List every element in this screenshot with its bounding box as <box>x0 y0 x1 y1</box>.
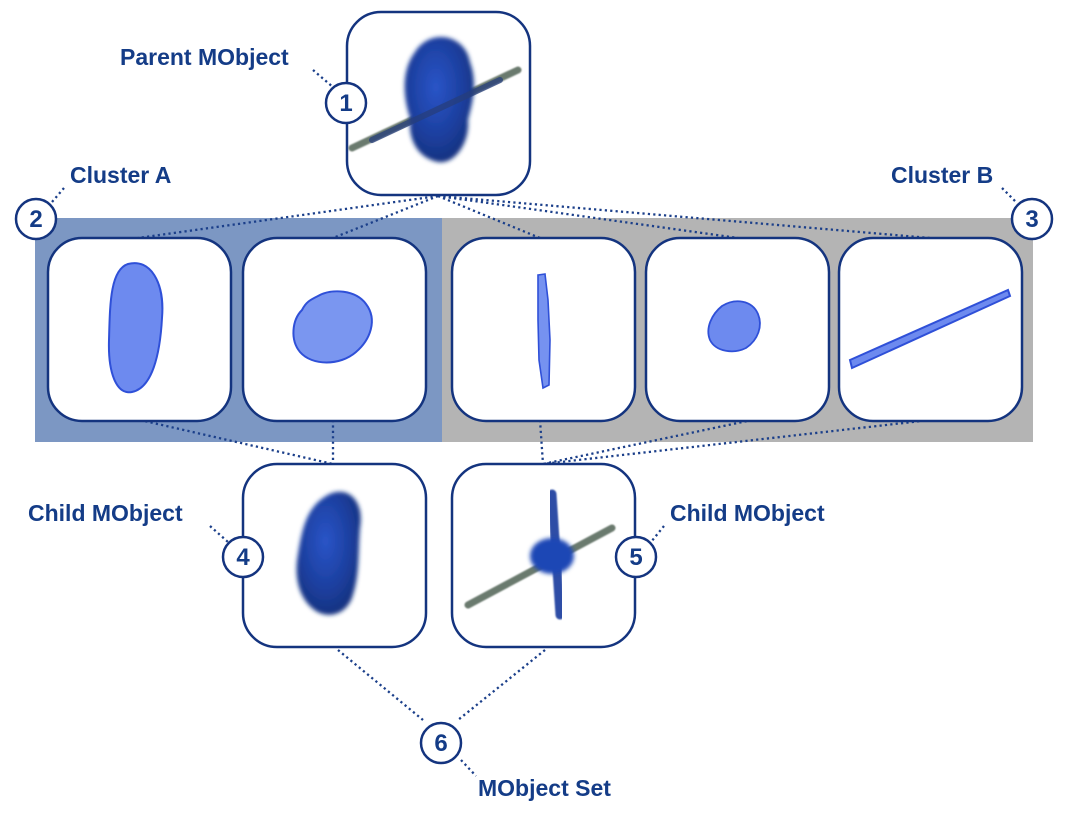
svg-text:1: 1 <box>339 90 352 117</box>
connector-b3-child <box>542 418 931 466</box>
svg-text:2: 2 <box>29 206 42 233</box>
cluster-a-frame-2 <box>241 236 428 423</box>
label-child-mobject-a: Child MObject <box>28 500 183 526</box>
connector-parent-a1 <box>137 194 439 240</box>
svg-text:3: 3 <box>1025 206 1038 233</box>
cluster-b-frame-2 <box>644 236 831 423</box>
cluster-b-shape-3 <box>848 288 1012 370</box>
cluster-b-frame-1 <box>450 236 637 423</box>
parent-mobject-image <box>348 37 522 163</box>
connector-parent-b2 <box>437 194 739 240</box>
parent-mobject-frame <box>345 10 532 197</box>
svg-text:4: 4 <box>236 544 250 571</box>
label-child-mobject-b: Child MObject <box>670 500 825 526</box>
child-mobject-a-image <box>296 491 361 615</box>
cluster-a-shape-2 <box>292 290 373 364</box>
marker-3: 3 <box>1010 197 1054 241</box>
child-mobject-a-frame <box>241 462 428 649</box>
marker-5: 5 <box>614 535 658 579</box>
cluster-b-frame-3 <box>837 236 1024 423</box>
label-cluster-a: Cluster A <box>70 162 171 188</box>
cluster-a-shape-1 <box>107 262 164 394</box>
connector-child-a-set <box>337 649 424 721</box>
marker-6: 6 <box>419 721 463 765</box>
cluster-b-shape-1 <box>537 273 551 390</box>
connector-parent-b3 <box>437 194 931 240</box>
marker-4: 4 <box>221 535 265 579</box>
marker-1: 1 <box>324 81 368 125</box>
leader-parent <box>312 69 335 89</box>
connector-child-b-set <box>457 649 546 721</box>
svg-text:6: 6 <box>434 730 447 757</box>
marker-2: 2 <box>14 197 58 241</box>
connector-parent-b1 <box>437 194 541 240</box>
cluster-b-shape-2 <box>707 300 761 353</box>
leader-child-a <box>209 525 229 543</box>
parent-connectors <box>137 194 931 240</box>
label-cluster-b: Cluster B <box>891 162 993 188</box>
child-mobject-b-frame <box>450 462 637 649</box>
leader-cluster-b <box>1001 187 1017 203</box>
label-mobject-set: MObject Set <box>478 775 611 801</box>
set-connectors <box>337 649 546 721</box>
leader-set <box>460 759 477 777</box>
connector-a1-child <box>139 418 334 466</box>
leader-child-b <box>650 525 665 543</box>
label-leaders <box>51 69 1017 777</box>
connector-b1-child <box>538 419 545 465</box>
child-mobject-b-image <box>464 489 616 620</box>
label-parent-mobject: Parent MObject <box>120 44 289 70</box>
cluster-a-frame-1 <box>46 236 233 423</box>
svg-text:5: 5 <box>629 544 642 571</box>
cluster-connectors <box>139 418 931 466</box>
leader-cluster-a <box>51 187 65 203</box>
